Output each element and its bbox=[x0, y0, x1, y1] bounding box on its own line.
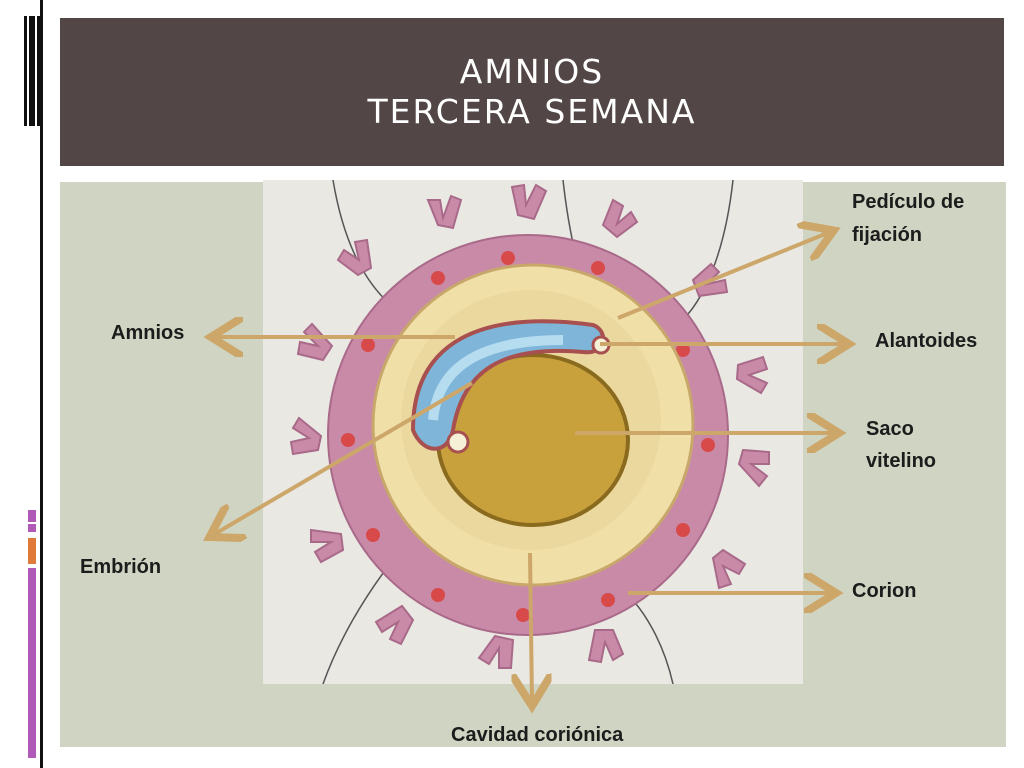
label-pediculo-line2: fijación bbox=[852, 224, 923, 246]
label-alantoides: Alantoides bbox=[875, 330, 978, 352]
slide-subtitle: TERCERA SEMANA bbox=[367, 92, 697, 131]
label-embrion: Embrión bbox=[80, 556, 162, 578]
accent-bars bbox=[28, 510, 40, 760]
corner-decoration bbox=[24, 16, 44, 126]
label-pediculo-line1: Pedículo de bbox=[852, 191, 965, 213]
arrow-embrion bbox=[213, 381, 474, 535]
arrow-pediculo bbox=[617, 232, 830, 320]
label-amnios: Amnios bbox=[111, 322, 185, 344]
title-banner: AMNIOS TERCERA SEMANA bbox=[60, 18, 1004, 166]
label-cavidad: Cavidad coriónica bbox=[451, 724, 624, 746]
arrow-cavidad bbox=[530, 552, 532, 702]
label-saco-line2: vitelino bbox=[866, 450, 937, 472]
slide-title: AMNIOS bbox=[459, 52, 605, 92]
label-corion: Corion bbox=[852, 580, 917, 602]
left-border-line bbox=[40, 0, 43, 768]
label-saco-line1: Saco bbox=[866, 418, 914, 440]
